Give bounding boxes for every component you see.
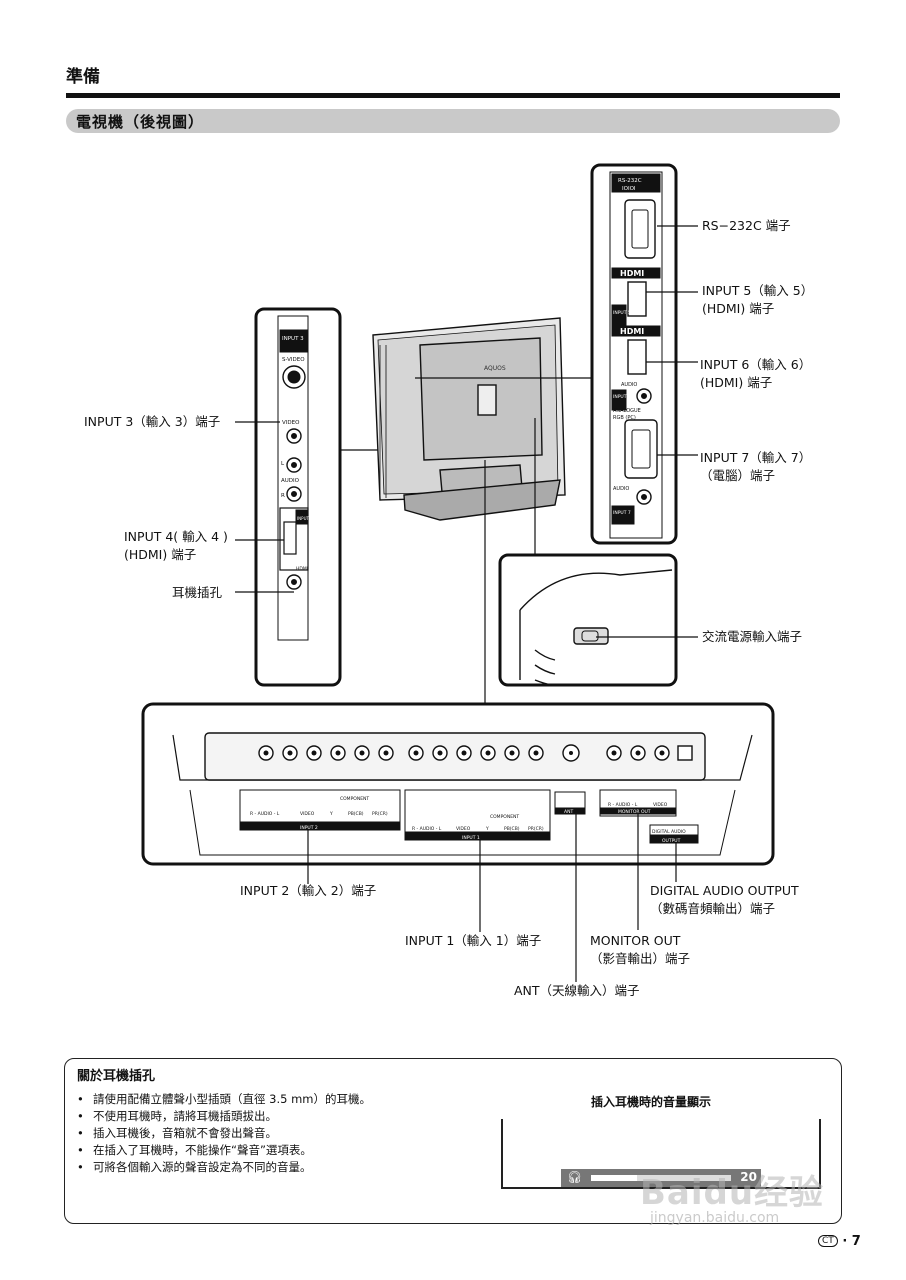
label-headphone: 耳機插孔 (172, 585, 223, 600)
volume-level (591, 1175, 638, 1181)
label-monitor-line1: MONITOR OUT (590, 933, 681, 948)
note-item: 可將各個輸入源的聲音設定為不同的音量。 (75, 1159, 371, 1176)
y-label-2: Y (329, 811, 333, 817)
watermark-logo: Baidu经验 (640, 1173, 825, 1213)
volume-bar: 🎧︎ 20 (561, 1169, 761, 1187)
digital-tag1: DIGITAL AUDIO (652, 829, 686, 835)
audio-label-6: AUDIO (621, 382, 637, 388)
label-input1: INPUT 1（輸入 1）端子 (405, 933, 542, 948)
label-rs232c: RS−232C 端子 (702, 218, 791, 233)
analogue-label: ANALOGUE (613, 408, 641, 414)
pb-label-1: PB(CB) (504, 826, 520, 832)
label-ant: ANT（天線輸入）端子 (514, 983, 640, 998)
input2-tag: INPUT 2 (300, 825, 318, 831)
page-title: 電視機（後視圖） (76, 113, 205, 131)
label-input4-line2: (HDMI) 端子 (124, 547, 197, 562)
volume-display-frame: 🎧︎ 20 (501, 1119, 821, 1189)
label-input2: INPUT 2（輸入 2）端子 (240, 883, 377, 898)
volume-track (591, 1175, 731, 1181)
label-monitor-line2: （影音輸出）端子 (590, 951, 691, 966)
label-input6-line2: (HDMI) 端子 (700, 375, 773, 390)
note-item: 在插入了耳機時，不能操作“聲音”選項表。 (75, 1142, 371, 1159)
input3-tag: INPUT 3 (282, 336, 304, 342)
label-input7-line2: （電腦）端子 (700, 468, 776, 483)
label-input5-line1: INPUT 5（輸入 5） (702, 283, 814, 298)
video-label-2: VIDEO (300, 811, 315, 817)
pr-label-2: PR(CR) (372, 811, 388, 817)
input1-tag: INPUT 1 (462, 835, 480, 841)
video-label-mon: VIDEO (653, 802, 668, 808)
ant-tag: ANT (564, 809, 573, 815)
audio-label-3: AUDIO (281, 478, 300, 484)
monitor-tag: MONITOR OUT (618, 809, 651, 815)
r-label: R (281, 493, 285, 499)
heading-rule (66, 93, 840, 98)
input7-tag: INPUT 7 (613, 510, 631, 516)
rs232c-symbol: IOIOI (622, 186, 636, 192)
volume-display-title: 插入耳機時的音量顯示 (591, 1095, 712, 1109)
label-digital-line1: DIGITAL AUDIO OUTPUT (650, 883, 799, 898)
page-number-value: 7 (851, 1234, 861, 1249)
headphone-note-box: 關於耳機插孔 請使用配備立體聲小型插頭（直徑 3.5 mm）的耳機。 不使用耳機… (64, 1058, 842, 1224)
label-input6-line1: INPUT 6（輸入 6） (700, 357, 812, 372)
pb-label-2: PB(CB) (348, 811, 364, 817)
audio-rl-label-1: R - AUDIO - L (412, 826, 442, 832)
svideo-label: S-VIDEO (282, 357, 305, 363)
note-item: 不使用耳機時，請將耳機插頭拔出。 (75, 1108, 371, 1125)
brand-text: AQUOS (484, 365, 506, 372)
y-label-1: Y (485, 826, 489, 832)
label-ac-inlet: 交流電源輸入端子 (702, 629, 803, 644)
input6-tag: INPUT 6 (613, 394, 631, 400)
label-input7-line1: INPUT 7（輸入 7） (700, 450, 812, 465)
l-label: L (281, 461, 285, 467)
component-label-2: COMPONENT (340, 796, 369, 802)
video-label: VIDEO (282, 420, 300, 426)
hdmi-logo-5: HDMI (620, 269, 644, 278)
note-list: 請使用配備立體聲小型插頭（直徑 3.5 mm）的耳機。 不使用耳機時，請將耳機插… (75, 1091, 371, 1176)
volume-value: 20 (740, 1170, 757, 1184)
label-digital-line2: （數碼音頻輸出）端子 (650, 901, 776, 916)
note-item: 插入耳機後，音箱就不會發出聲音。 (75, 1125, 371, 1142)
label-input3: INPUT 3（輸入 3）端子 (84, 414, 221, 429)
hdmi-logo-6: HDMI (620, 327, 644, 336)
note-title: 關於耳機插孔 (77, 1069, 156, 1084)
section-heading: 準備 (66, 67, 100, 87)
audio-label-7: AUDIO (613, 486, 629, 492)
note-item: 請使用配備立體聲小型插頭（直徑 3.5 mm）的耳機。 (75, 1091, 371, 1108)
rs232c-tag: RS-232C (618, 178, 642, 184)
label-input5-line2: (HDMI) 端子 (702, 301, 775, 316)
watermark-url: jingyan.baidu.com (650, 1210, 780, 1226)
hdmi-label-4: HDMI (296, 566, 308, 572)
page-number: CT · 7 (818, 1234, 861, 1249)
video-label-1: VIDEO (456, 826, 471, 832)
component-label-1: COMPONENT (490, 814, 519, 820)
language-badge: CT (818, 1235, 838, 1247)
audio-rl-label-2: R - AUDIO - L (250, 811, 280, 817)
pr-label-1: PR(CR) (528, 826, 544, 832)
input4-tag: INPUT 4 (297, 516, 313, 521)
audio-rl-label-mon: R - AUDIO - L (608, 802, 638, 808)
rgb-label: RGB (PC) (613, 415, 636, 421)
input5-tag: INPUT 5 (613, 310, 631, 316)
title-banner: 電視機（後視圖） (66, 109, 840, 133)
digital-tag2: OUTPUT (662, 838, 681, 844)
rear-view-diagram: AQUOS RS-232C IOIOI HDMI INPUT 5 HDMI IN… (141, 163, 775, 982)
label-input4-line1: INPUT 4( 輸入 4 ) (124, 529, 228, 544)
headphone-icon: 🎧︎ (567, 1170, 583, 1184)
